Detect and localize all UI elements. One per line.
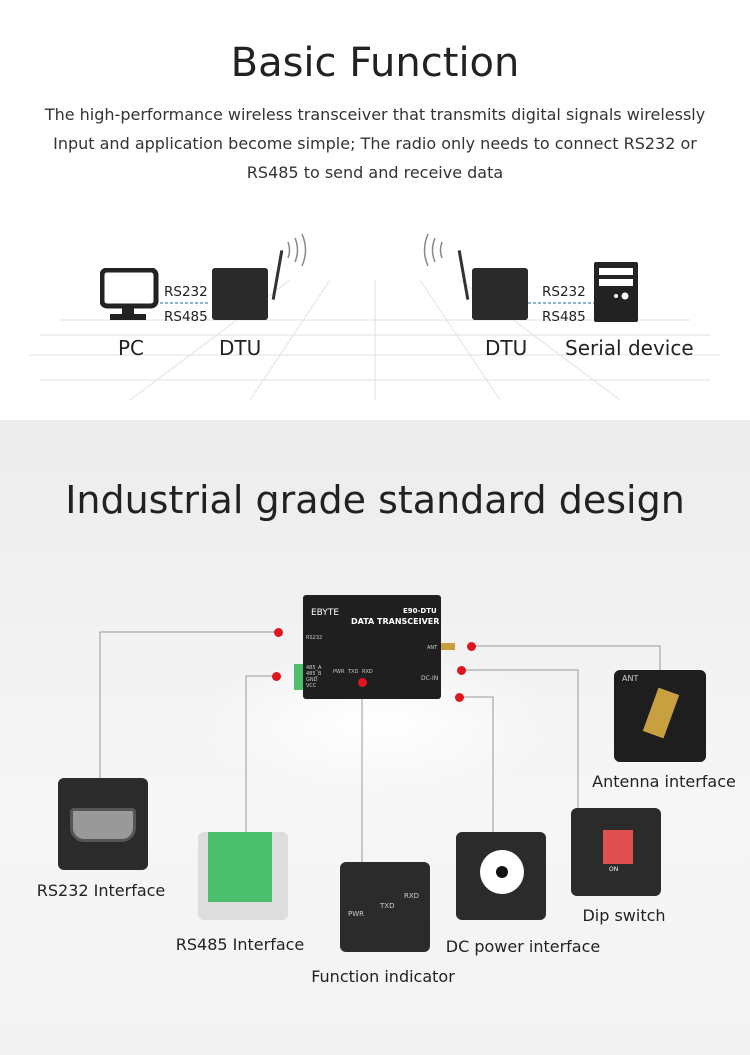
antenna-caption: Antenna interface bbox=[592, 772, 736, 791]
dtu-device-left bbox=[212, 268, 268, 320]
pin-label: GND bbox=[306, 677, 318, 683]
grid-floor bbox=[30, 233, 720, 401]
dtu-label: DTU bbox=[219, 336, 262, 360]
rs485-caption: RS485 Interface bbox=[175, 935, 305, 954]
led-label: RXD bbox=[362, 669, 373, 675]
callout-dot-dc bbox=[455, 693, 464, 702]
description-line: RS485 to send and receive data bbox=[246, 163, 504, 182]
pin-label: 485_A bbox=[306, 665, 322, 671]
pc-label: PC bbox=[118, 336, 145, 360]
device-name: DATA TRANSCEIVER bbox=[351, 617, 440, 626]
rs232-caption: RS232 Interface bbox=[36, 881, 166, 900]
callout-dot-rs485 bbox=[272, 672, 281, 681]
dtu-device: EBYTE E90-DTU DATA TRANSCEIVER RS232 485… bbox=[303, 595, 441, 699]
serial-device-icon bbox=[594, 262, 638, 322]
terminal-block-icon bbox=[208, 832, 272, 902]
rs232-thumbnail bbox=[58, 778, 148, 870]
rs485-label: RS485 bbox=[164, 309, 208, 325]
rs232-label: RS232 bbox=[542, 284, 586, 300]
led-label: PWR bbox=[333, 669, 345, 675]
callout-dot-rs232 bbox=[274, 628, 283, 637]
section-title: Basic Function bbox=[230, 40, 520, 86]
dc-jack-icon bbox=[480, 850, 524, 894]
led-label: TXD bbox=[380, 902, 395, 910]
dtu-device-right bbox=[472, 268, 528, 320]
section-title: Industrial grade standard design bbox=[65, 478, 685, 522]
callout-dot-indicator bbox=[358, 678, 367, 687]
antenna-thumbnail: ANT bbox=[614, 670, 706, 762]
led-label: PWR bbox=[348, 910, 365, 918]
port-label: RS232 bbox=[306, 635, 323, 641]
ant-label: ANT bbox=[427, 645, 438, 651]
pc-monitor-icon bbox=[100, 268, 159, 320]
led-label: RXD bbox=[404, 892, 420, 900]
dc-caption: DC power interface bbox=[445, 937, 601, 956]
dc-thumbnail bbox=[456, 832, 546, 920]
description-line: The high-performance wireless transceive… bbox=[44, 105, 706, 124]
rs485-label: RS485 bbox=[542, 309, 586, 325]
db9-connector-icon bbox=[70, 808, 136, 842]
dtu-label: DTU bbox=[485, 336, 528, 360]
antenna-connector bbox=[441, 643, 455, 650]
dip-thumbnail: ON bbox=[571, 808, 661, 896]
dip-on-label: ON bbox=[609, 866, 619, 873]
dip-caption: Dip switch bbox=[582, 906, 666, 925]
pin-label: 485_B bbox=[306, 671, 322, 677]
rs485-thumbnail bbox=[198, 832, 288, 920]
serial-device-label: Serial device bbox=[565, 336, 694, 360]
dcin-label: DC-IN bbox=[421, 675, 439, 682]
rs232-label: RS232 bbox=[164, 284, 208, 300]
basic-function-section: Basic Function The high-performance wire… bbox=[0, 0, 750, 420]
led-label: TXD bbox=[348, 669, 359, 675]
indicator-caption: Function indicator bbox=[311, 967, 455, 986]
ant-label: ANT bbox=[622, 674, 639, 683]
ebyte-logo: EBYTE bbox=[311, 608, 340, 618]
model-label: E90-DTU bbox=[403, 607, 437, 615]
callout-dot-antenna bbox=[467, 642, 476, 651]
pin-label: VCC bbox=[306, 683, 317, 689]
callout-dot-dip bbox=[457, 666, 466, 675]
rs485-terminal bbox=[294, 664, 303, 690]
dip-switch-icon bbox=[603, 830, 633, 864]
sma-connector-icon bbox=[642, 687, 680, 739]
indicator-thumbnail: PWR TXD RXD bbox=[340, 862, 430, 952]
description-line: Input and application become simple; The… bbox=[53, 134, 697, 153]
